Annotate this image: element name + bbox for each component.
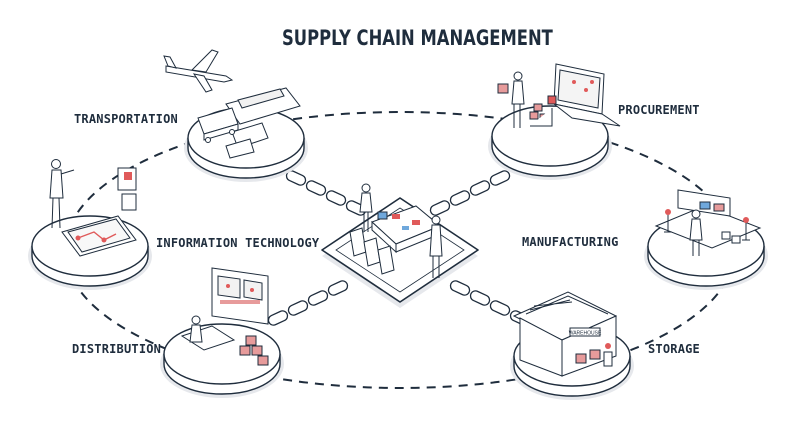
warehouse-sign-text: WAREHOUSE	[569, 331, 602, 337]
node-manufacturing	[643, 189, 769, 291]
label-distribution: DISTRIBUTION	[72, 342, 162, 356]
chain-links-lower-left	[266, 278, 350, 328]
node-storage: WAREHOUSE	[509, 291, 635, 401]
label-transportation: TRANSPORTATION	[74, 112, 178, 126]
node-procurement	[487, 63, 621, 181]
label-information-technology: INFORMATION TECHNOLOGY	[156, 236, 320, 250]
node-transportation	[163, 49, 309, 183]
meeting-table-scene	[349, 183, 443, 278]
chain-links-upper-left	[284, 168, 368, 218]
chain-links-lower-right	[448, 278, 532, 328]
label-storage: STORAGE	[648, 342, 700, 356]
node-distribution	[159, 267, 285, 399]
node-information-technology	[27, 159, 153, 291]
page-title: SUPPLY CHAIN MANAGEMENT	[282, 26, 553, 50]
label-manufacturing: MANUFACTURING	[522, 235, 619, 249]
airplane-icon	[163, 49, 234, 93]
label-procurement: PROCUREMENT	[618, 103, 700, 117]
chain-links-upper-right	[428, 168, 512, 218]
